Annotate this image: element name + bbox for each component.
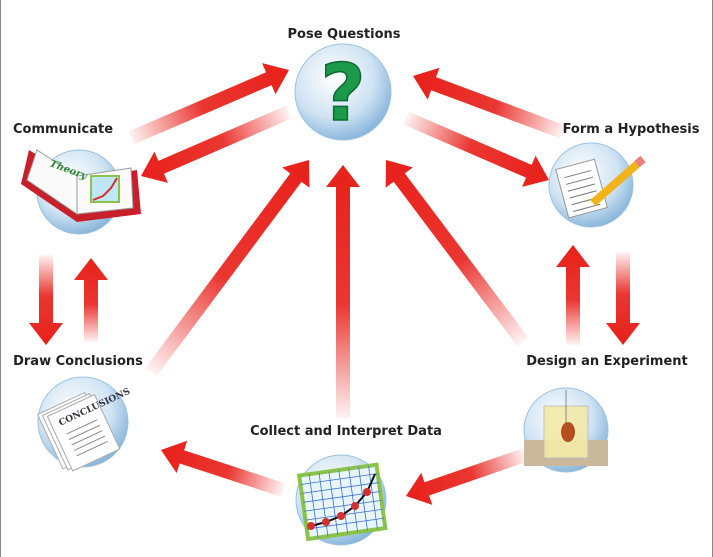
svg-text:?: ?: [320, 49, 365, 139]
question-mark-icon: ?: [320, 48, 367, 140]
arrow-data-to-pose: [326, 165, 360, 418]
arrow-data-to-conclusions: [161, 440, 286, 497]
label-collect-data: Collect and Interpret Data: [250, 424, 442, 439]
label-communicate: Communicate: [12, 122, 114, 137]
node-hypothesis: [548, 142, 646, 228]
beaker-icon: [524, 390, 608, 466]
arrow-hypothesis-to-experiment: [606, 252, 640, 345]
arrow-conclusions-to-pose: [145, 160, 310, 377]
label-pose-questions: Pose Questions: [287, 27, 401, 42]
label-draw-conclusions: Draw Conclusions: [13, 354, 143, 369]
node-pose: ?: [294, 43, 392, 141]
node-experiment: [523, 387, 609, 473]
open-book-icon: Theory: [21, 149, 141, 222]
arrow-hypothesis-to-pose: [413, 67, 566, 139]
label-design-experiment: Design an Experiment: [526, 354, 688, 369]
node-communicate: Theory: [21, 149, 141, 235]
label-form-hypothesis: Form a Hypothesis: [562, 122, 700, 137]
node-data: [295, 454, 388, 546]
arrow-experiment-to-hypothesis: [556, 245, 590, 345]
arrow-pose-to-communicate: [141, 105, 292, 183]
node-conclusions: CONCLUSIONS: [36, 376, 132, 472]
arrow-experiment-to-pose: [385, 160, 529, 347]
graph-icon: [296, 462, 388, 542]
paper-pencil-icon: [555, 155, 646, 219]
arrow-pose-to-hypothesis: [403, 111, 549, 187]
arrow-communicate-to-pose: [128, 63, 289, 145]
arrow-experiment-to-data: [406, 448, 528, 505]
arrow-conclusions-to-communicate: [74, 258, 108, 342]
arrow-communicate-to-conclusions: [29, 255, 63, 345]
